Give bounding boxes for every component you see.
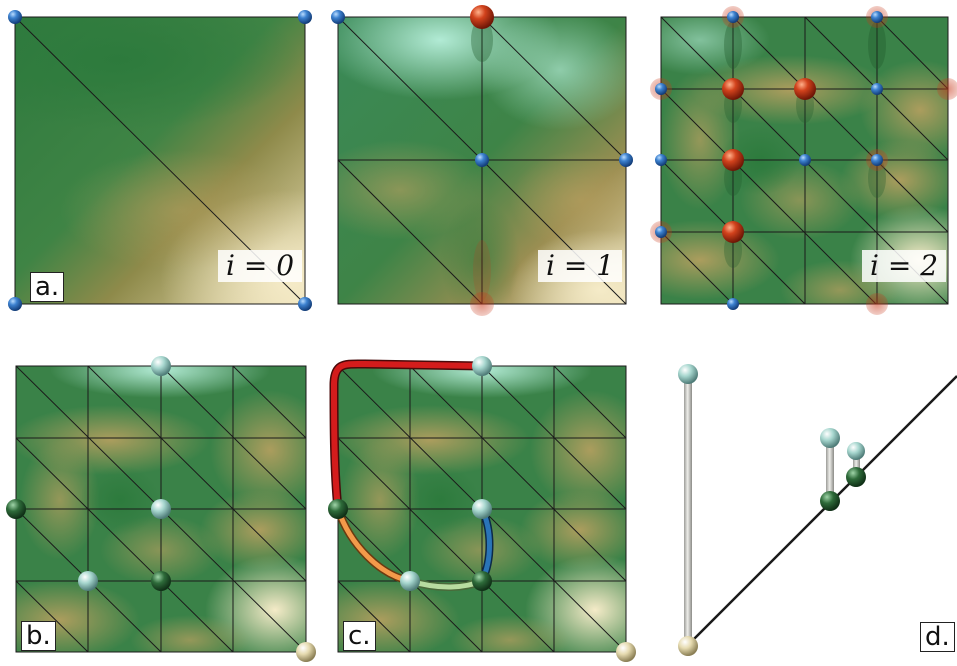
iteration-label-0: i = 0 xyxy=(218,250,303,282)
saddle-sphere xyxy=(472,571,492,591)
maximum-sphere xyxy=(151,356,171,376)
panel-label-a: a. xyxy=(30,272,65,302)
vertex-sphere xyxy=(871,154,883,166)
iteration-label-1: i = 1 xyxy=(538,250,623,282)
minimum-sphere xyxy=(296,642,316,662)
terrain-i1 xyxy=(338,17,626,304)
panel-label-c: c. xyxy=(343,621,376,651)
vertex-sphere xyxy=(298,297,312,311)
panel-label-d: d. xyxy=(920,622,955,652)
critical-points-c xyxy=(328,356,636,662)
vertex-sphere-red xyxy=(722,221,744,243)
saddle-sphere xyxy=(151,571,171,591)
maximum-sphere xyxy=(400,571,420,591)
vertex-sphere xyxy=(727,298,739,310)
panel-i1 xyxy=(331,5,633,316)
minimum-sphere xyxy=(678,636,698,656)
vertex-sphere xyxy=(8,297,22,311)
vertex-sphere xyxy=(655,226,667,238)
critical-points-b xyxy=(6,356,316,662)
panel-b xyxy=(6,356,316,662)
vertex-sphere xyxy=(475,153,489,167)
saddle-sphere xyxy=(846,467,866,487)
vertices-i1 xyxy=(331,5,633,316)
vertex-sphere-red xyxy=(722,149,744,171)
minimum-sphere xyxy=(616,642,636,662)
vertex-sphere xyxy=(727,11,739,23)
persistence-bar xyxy=(684,374,692,646)
vertex-sphere-ghost xyxy=(866,293,888,315)
terrain-a xyxy=(15,17,305,304)
persistence-bar xyxy=(826,438,834,501)
panel-a xyxy=(8,10,312,311)
vertex-sphere-ghost xyxy=(470,292,494,316)
vertex-sphere-red xyxy=(470,5,494,29)
vertex-sphere-ghost xyxy=(937,78,957,100)
saddle-sphere xyxy=(820,491,840,511)
maximum-sphere xyxy=(151,499,171,519)
vertex-sphere xyxy=(655,154,667,166)
vertex-sphere-red xyxy=(722,78,744,100)
iteration-label-2: i = 2 xyxy=(862,250,947,282)
maximum-sphere xyxy=(472,356,492,376)
vertex-sphere-red xyxy=(794,78,816,100)
vertex-sphere xyxy=(619,153,633,167)
vertices-i2 xyxy=(650,6,957,315)
vertex-sphere xyxy=(871,83,883,95)
maximum-sphere xyxy=(472,499,492,519)
saddle-sphere xyxy=(328,499,348,519)
maximum-sphere xyxy=(78,571,98,591)
diagonal-line xyxy=(687,375,957,646)
persistence-bar xyxy=(853,451,860,477)
saddle-sphere xyxy=(6,499,26,519)
vertex-sphere xyxy=(799,154,811,166)
maximum-sphere xyxy=(847,442,865,460)
panel-i2 xyxy=(650,6,957,315)
panel-c xyxy=(328,356,636,662)
vertex-sphere xyxy=(871,11,883,23)
vertex-sphere xyxy=(298,10,312,24)
vertex-sphere xyxy=(331,10,345,24)
vertex-sphere xyxy=(8,10,22,24)
maximum-sphere xyxy=(820,428,840,448)
panel-label-b: b. xyxy=(21,621,56,651)
panel-d xyxy=(678,364,957,656)
vertex-sphere xyxy=(655,83,667,95)
vertices-a xyxy=(8,10,312,311)
maximum-sphere xyxy=(678,364,698,384)
